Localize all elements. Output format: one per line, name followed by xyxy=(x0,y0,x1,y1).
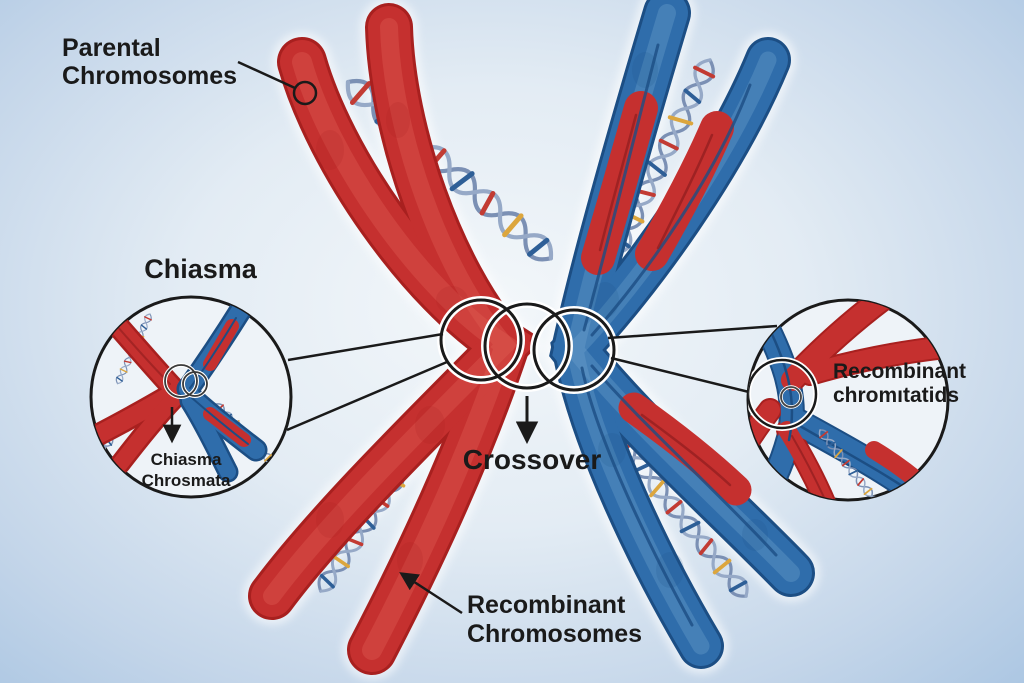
right-callout-line-bottom xyxy=(610,356,750,394)
red-segment-lines xyxy=(598,113,732,487)
parental-pointer-line xyxy=(237,60,296,90)
segment-line xyxy=(598,113,638,252)
segment-line xyxy=(640,413,732,487)
chiasma-circle-right xyxy=(182,371,208,397)
crossover-label: Crossover xyxy=(462,444,602,475)
small-magnifier-circle xyxy=(780,386,802,408)
texture-blob xyxy=(656,552,684,588)
recombinant-chromatids-label: Recombinant chromıtatids xyxy=(833,360,967,407)
segment-line xyxy=(656,133,714,250)
crossover-circles xyxy=(437,296,618,394)
texture-blob xyxy=(632,52,658,88)
parental-chromosomes-label: Parental Chromosomes xyxy=(62,34,238,90)
left-callout-line-bottom xyxy=(286,360,448,432)
crossover-circle-left xyxy=(439,298,523,382)
recombinant-chromosomes-arrow xyxy=(399,572,463,615)
chiasma-inner-label: Chiasma Chrosmata xyxy=(141,450,231,490)
crossover-circles-outline xyxy=(439,298,616,392)
chiasma-title-label: Chiasma xyxy=(144,254,257,284)
blue-chromosome xyxy=(549,0,815,669)
blue-chromosome-texture xyxy=(591,52,768,588)
mini-red-arm-bottom-2 xyxy=(112,391,182,472)
texture-blob xyxy=(316,502,344,538)
crossover-circle-middle xyxy=(483,302,571,390)
medium-magnifier-circle xyxy=(748,358,818,430)
recombinant-chromosomes-label: Recombinant Chromosomes xyxy=(467,591,643,648)
texture-blob xyxy=(316,130,344,170)
blue-chromatid-lines xyxy=(580,43,778,627)
inset-red-strand-right xyxy=(800,337,948,384)
red-chromosome-texture xyxy=(316,102,468,578)
texture-blob xyxy=(415,406,445,444)
texture-blob xyxy=(591,282,619,318)
chromatid-line xyxy=(590,83,752,337)
mini-blue-line xyxy=(189,317,237,389)
chiasma-point-circles xyxy=(163,363,209,399)
red-chromatid-a-highlight xyxy=(292,52,517,660)
chromatid-line xyxy=(590,364,778,557)
right-callout-line-top xyxy=(607,324,778,340)
left-callout-line-top xyxy=(287,332,444,362)
crossover-circle-right xyxy=(532,308,616,392)
texture-blob xyxy=(397,542,423,578)
chiasma-inset xyxy=(89,295,293,499)
mini-blue-line xyxy=(191,397,249,445)
mini-blue-chromosome xyxy=(176,297,268,483)
chromatid-line xyxy=(582,43,660,332)
red-chromosome xyxy=(248,3,538,675)
parental-pointer-circle xyxy=(292,80,318,106)
texture-blob xyxy=(598,433,626,467)
red-chromatid-b xyxy=(251,6,534,617)
texture-blob xyxy=(742,519,768,551)
callout-lines xyxy=(286,324,778,432)
chromatid-line xyxy=(580,366,694,627)
red-chromatid-b-highlight xyxy=(263,18,518,605)
chiasma-circle-left xyxy=(164,364,198,398)
texture-blob xyxy=(386,102,410,138)
mini-blue-arm-bottom-2 xyxy=(182,393,236,480)
